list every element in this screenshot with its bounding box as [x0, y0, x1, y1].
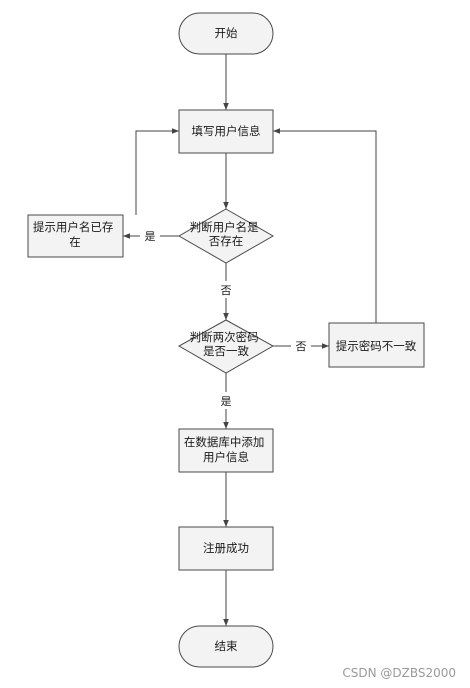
node-pwd-mismatch-msg: 提示密码不一致: [328, 322, 425, 368]
node-check-pwd-label: 判断两次密码 是否一致: [190, 330, 263, 358]
node-check-name: 判断用户名是 否存在: [177, 208, 275, 264]
node-add-db: 在数据库中添加 用户信息: [178, 428, 274, 473]
node-add-db-label: 在数据库中添加 用户信息: [184, 435, 268, 464]
watermark: CSDN @DZBS2000: [342, 666, 456, 680]
node-success: 注册成功: [178, 526, 274, 571]
node-fill-info-label: 填写用户信息: [192, 124, 261, 138]
node-fill-info: 填写用户信息: [178, 109, 274, 154]
edge-name-msg-back: [135, 128, 179, 215]
node-name-exists-msg-label: 提示用户名已存 在: [33, 220, 117, 249]
edge-pwd-msg-back: [273, 128, 377, 323]
node-start-label: 开始: [215, 26, 238, 40]
node-check-pwd: 判断两次密码 是否一致: [177, 319, 275, 374]
edge-label-name-no: 否: [221, 284, 232, 297]
node-success-label: 注册成功: [203, 541, 249, 555]
edge-label-name-yes: 是: [145, 230, 156, 243]
node-end-label: 结束: [215, 639, 238, 653]
edge-label-pwd-yes: 是: [221, 395, 232, 408]
edge-labels: 是 否 否 是: [140, 228, 311, 409]
node-end: 结束: [178, 625, 274, 668]
node-name-exists-msg: 提示用户名已存 在: [27, 214, 124, 258]
node-start: 开始: [178, 12, 274, 55]
edge-label-pwd-no: 否: [296, 340, 307, 353]
node-pwd-mismatch-msg-label: 提示密码不一致: [336, 339, 417, 353]
node-check-name-label: 判断用户名是 否存在: [190, 220, 263, 248]
